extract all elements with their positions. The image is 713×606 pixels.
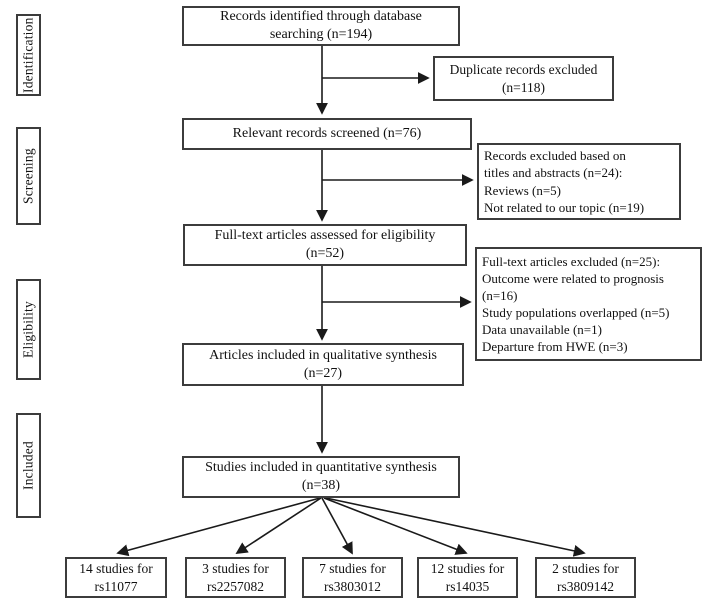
- box-text: rs14035: [445, 578, 490, 594]
- box-snp-rs14035: 12 studies for rs14035: [417, 557, 518, 598]
- box-text: Studies included in quantitative synthes…: [205, 460, 437, 476]
- box-text: (n=52): [305, 246, 345, 261]
- box-text: Study populations overlapped (n=5): [482, 305, 670, 320]
- box-text: rs3809142: [557, 578, 614, 594]
- box-text: 7 studies for: [319, 561, 386, 577]
- arrow-fan-rs14035: [323, 497, 468, 555]
- arrow-fan-rs2257082: [235, 497, 322, 554]
- stage-text: Eligibility: [20, 301, 36, 358]
- box-text: 12 studies for: [430, 561, 505, 577]
- stage-label-included: Included: [16, 413, 41, 518]
- box-text: rs3803012: [324, 578, 381, 594]
- box-records-identified: Records identified through database sear…: [182, 6, 460, 46]
- box-text: Full-text articles assessed for eligibil…: [214, 228, 436, 244]
- box-text: 14 studies for: [79, 561, 153, 577]
- box-text: titles and abstracts (n=24):: [484, 165, 623, 181]
- box-records-screened: Relevant records screened (n=76): [182, 118, 472, 150]
- box-snp-rs2257082: 3 studies for rs2257082: [185, 557, 286, 598]
- box-fulltext-excluded: Full-text articles excluded (n=25): Outc…: [475, 247, 702, 361]
- box-text: rs2257082: [207, 578, 264, 594]
- box-duplicates-excluded: Duplicate records excluded (n=118): [433, 56, 614, 101]
- arrow-fan-rs3809142: [325, 497, 586, 557]
- box-text: (n=118): [501, 79, 546, 95]
- box-text: Outcome were related to prognosis (n=16): [482, 270, 664, 303]
- stage-label-identification: Identification: [16, 14, 41, 96]
- arrow-fan-rs3803012: [321, 497, 353, 555]
- box-fulltext-assessed: Full-text articles assessed for eligibil…: [183, 224, 467, 266]
- stage-text: Included: [20, 441, 36, 490]
- box-text: Full-text articles excluded (n=25):: [482, 253, 661, 269]
- box-quantitative-synthesis: Studies included in quantitative synthes…: [182, 456, 460, 498]
- box-text: Relevant records screened (n=76): [232, 126, 422, 142]
- box-qualitative-synthesis: Articles included in qualitative synthes…: [182, 343, 464, 386]
- stage-label-screening: Screening: [16, 127, 41, 225]
- box-snp-rs11077: 14 studies for rs11077: [65, 557, 167, 598]
- box-text: (n=38): [301, 478, 341, 493]
- box-text: searching (n=194): [269, 27, 373, 42]
- box-text: Duplicate records excluded: [449, 62, 598, 78]
- box-text: (n=27): [303, 365, 343, 381]
- box-text: Departure from HWE (n=3): [482, 339, 628, 355]
- box-text: Records excluded based on: [484, 148, 626, 164]
- box-text: Reviews (n=5): [484, 182, 562, 198]
- box-text: Articles included in qualitative synthes…: [209, 347, 437, 363]
- box-snp-rs3803012: 7 studies for rs3803012: [302, 557, 403, 598]
- box-text: 2 studies for: [552, 561, 619, 577]
- box-text: 3 studies for: [202, 561, 269, 577]
- box-snp-rs3809142: 2 studies for rs3809142: [535, 557, 636, 598]
- stage-label-eligibility: Eligibility: [16, 279, 41, 380]
- stage-text: Screening: [20, 148, 36, 204]
- box-text: Records identified through database: [220, 9, 422, 25]
- box-text: rs11077: [94, 578, 138, 594]
- box-text: Not related to our topic (n=19): [484, 199, 645, 215]
- stage-text: Identification: [20, 17, 36, 93]
- arrow-fan-rs11077: [116, 497, 321, 557]
- box-text: Data unavailable (n=1): [482, 322, 602, 338]
- box-title-abstract-excluded: Records excluded based on titles and abs…: [477, 143, 681, 220]
